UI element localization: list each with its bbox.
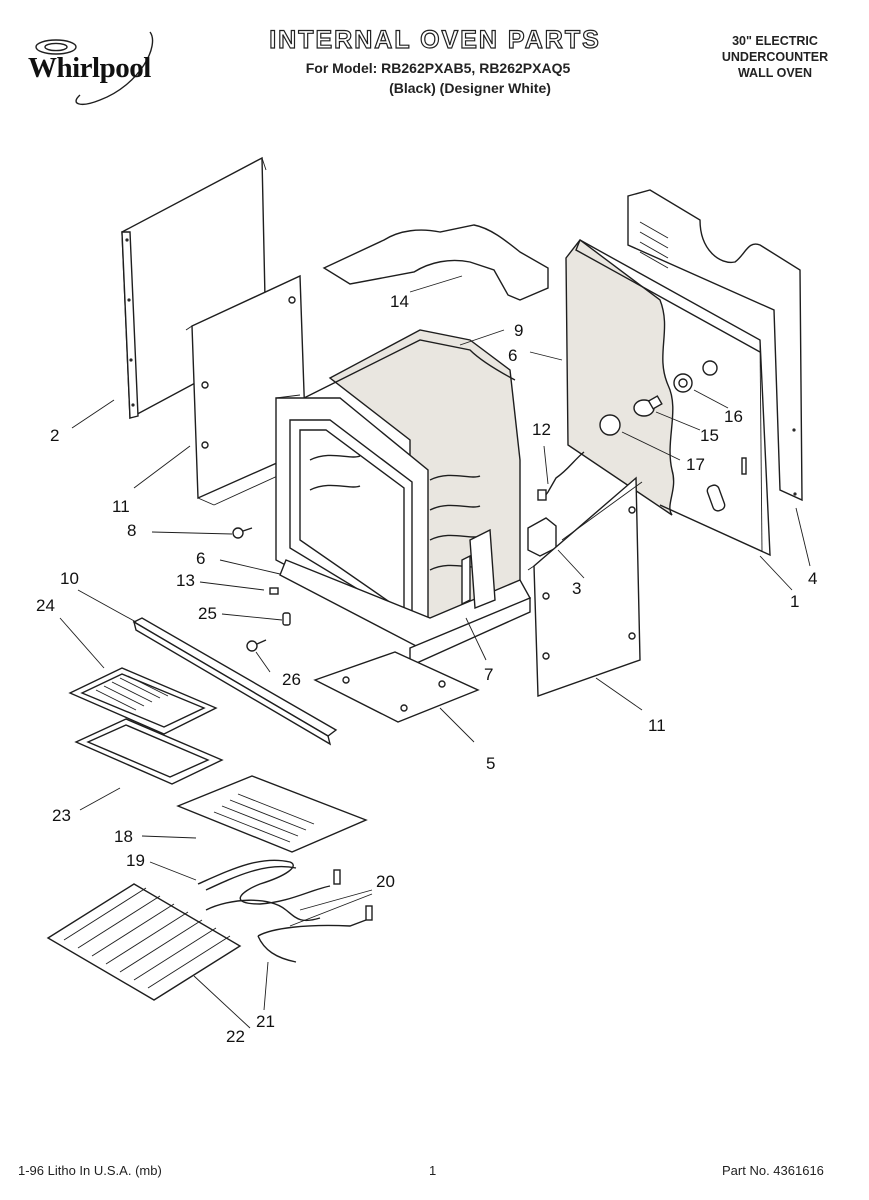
callout-23: 23	[52, 806, 71, 825]
exploded-parts-diagram	[46, 156, 811, 1029]
callout-3: 3	[572, 579, 582, 598]
part-6-back-insulation	[565, 239, 675, 516]
part-13-clip	[269, 587, 279, 595]
callout-14: 14	[390, 292, 409, 311]
callout-11-right: 11	[648, 716, 666, 735]
product-type-line-1: 30" ELECTRIC	[732, 34, 818, 48]
part-24-broil-pan-grid	[68, 667, 218, 735]
callout-6-back: 6	[508, 346, 518, 365]
footer-page-number: 1	[429, 1163, 437, 1178]
callout-5: 5	[486, 754, 496, 773]
model-numbers: For Model: RB262PXAB5, RB262PXAQ5	[305, 60, 571, 76]
callout-8: 8	[127, 521, 137, 540]
product-type-line-2: UNDERCOUNTER	[721, 50, 829, 64]
callout-20: 20	[376, 872, 395, 891]
callout-13: 13	[176, 571, 195, 590]
callout-6-front: 6	[196, 549, 206, 568]
callout-9: 9	[514, 321, 524, 340]
part-7-bracket	[461, 528, 496, 610]
callout-10: 10	[60, 569, 79, 588]
callout-25: 25	[198, 604, 217, 623]
part-15-light-bulb	[633, 395, 663, 417]
part-26-screw	[246, 639, 267, 652]
part-12-wire-harness	[537, 451, 585, 501]
part-4-rear-panel	[627, 189, 803, 502]
part-14-insulation-strip	[322, 224, 549, 301]
callout-1: 1	[790, 592, 800, 611]
leader-lines	[59, 275, 811, 1029]
callout-22: 22	[226, 1027, 245, 1046]
callout-2: 2	[50, 426, 60, 445]
part-5-bottom-plate	[313, 651, 480, 723]
callout-15: 15	[700, 426, 719, 445]
part-25-clip	[282, 612, 291, 626]
callout-18: 18	[114, 827, 133, 846]
product-type-line-3: WALL OVEN	[737, 66, 813, 80]
callout-21: 21	[256, 1012, 275, 1031]
part-16-light-socket	[673, 373, 693, 393]
page-title: INTERNAL OVEN PARTS	[269, 25, 601, 54]
footer-part-number: Part No. 4361616	[722, 1163, 824, 1178]
callout-26: 26	[282, 670, 301, 689]
logo-swoosh-icon	[35, 31, 154, 106]
part-21-broil-element	[257, 919, 367, 963]
part-10-trim-bar	[132, 617, 338, 746]
part-8-screw	[232, 527, 253, 539]
callout-4: 4	[808, 569, 818, 588]
part-19-bake-element	[197, 859, 341, 905]
model-variants: (Black) (Designer White)	[389, 80, 551, 96]
callout-16: 16	[724, 407, 743, 426]
footer-litho: 1-96 Litho In U.S.A. (mb)	[18, 1163, 162, 1178]
part-22-oven-rack	[46, 883, 242, 1001]
callout-11-left: 11	[112, 497, 130, 516]
callout-17: 17	[686, 455, 705, 474]
callout-24: 24	[36, 596, 55, 615]
oven-front-frame	[275, 394, 531, 668]
callout-7: 7	[484, 665, 494, 684]
callout-12: 12	[532, 420, 551, 439]
part-23-broil-pan	[74, 718, 224, 785]
part-18-element-cover	[176, 775, 368, 853]
whirlpool-logo	[0, 0, 200, 130]
callout-19: 19	[126, 851, 145, 870]
brand-wordmark: Whirlpool	[28, 52, 151, 84]
part-1-back-frame	[575, 239, 771, 557]
part-11-right-panel	[527, 476, 643, 697]
